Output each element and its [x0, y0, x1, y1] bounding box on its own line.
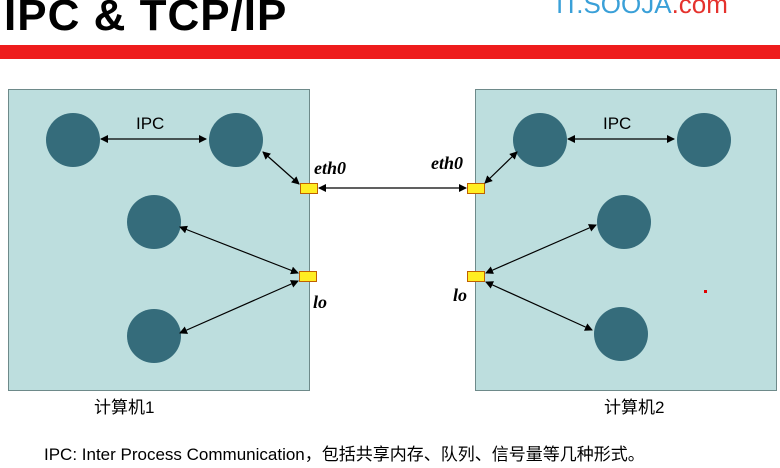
arrow-c2-d-lo — [485, 281, 593, 331]
process-node-c1-d — [127, 309, 181, 363]
eth0-port-c2 — [467, 183, 485, 194]
lo-label-c1: lo — [313, 292, 328, 312]
arrow-c1-b-eth0 — [262, 151, 300, 185]
process-node-c2-b — [677, 113, 731, 167]
ipc-label-c1: IPC — [136, 114, 165, 133]
lo-port-c2 — [467, 271, 485, 282]
stray-mark — [704, 290, 707, 293]
ipc-footnote: IPC: Inter Process Communication，包括共享内存、… — [44, 445, 645, 464]
lo-port-c1 — [299, 271, 317, 282]
eth0-port-c1 — [300, 183, 318, 194]
arrow-c2-a-eth0 — [484, 151, 518, 184]
arrow-c2-c-lo — [485, 224, 597, 274]
eth0-label-c2: eth0 — [431, 153, 464, 173]
computer-2-caption: 计算机2 — [604, 398, 665, 417]
page-title: IPC & TCP/IP — [4, 0, 288, 40]
brand-logo: IT.SOOJA.com — [556, 0, 728, 18]
title-underline-bar — [0, 45, 780, 59]
process-node-c2-c — [597, 195, 651, 249]
process-node-c2-d — [594, 307, 648, 361]
brand-text: IT.SOOJA — [556, 0, 672, 19]
process-node-c1-c — [127, 195, 181, 249]
brand-suffix: .com — [671, 0, 728, 19]
process-node-c1-a — [46, 113, 100, 167]
computer-1-caption: 计算机1 — [94, 398, 155, 417]
eth0-label-c1: eth0 — [314, 158, 347, 178]
lo-label-c2: lo — [453, 285, 468, 305]
process-node-c1-b — [209, 113, 263, 167]
ipc-label-c2: IPC — [603, 114, 632, 133]
arrow-c1-d-lo — [179, 280, 299, 334]
process-node-c2-a — [513, 113, 567, 167]
arrow-c1-c-lo — [179, 225, 299, 275]
